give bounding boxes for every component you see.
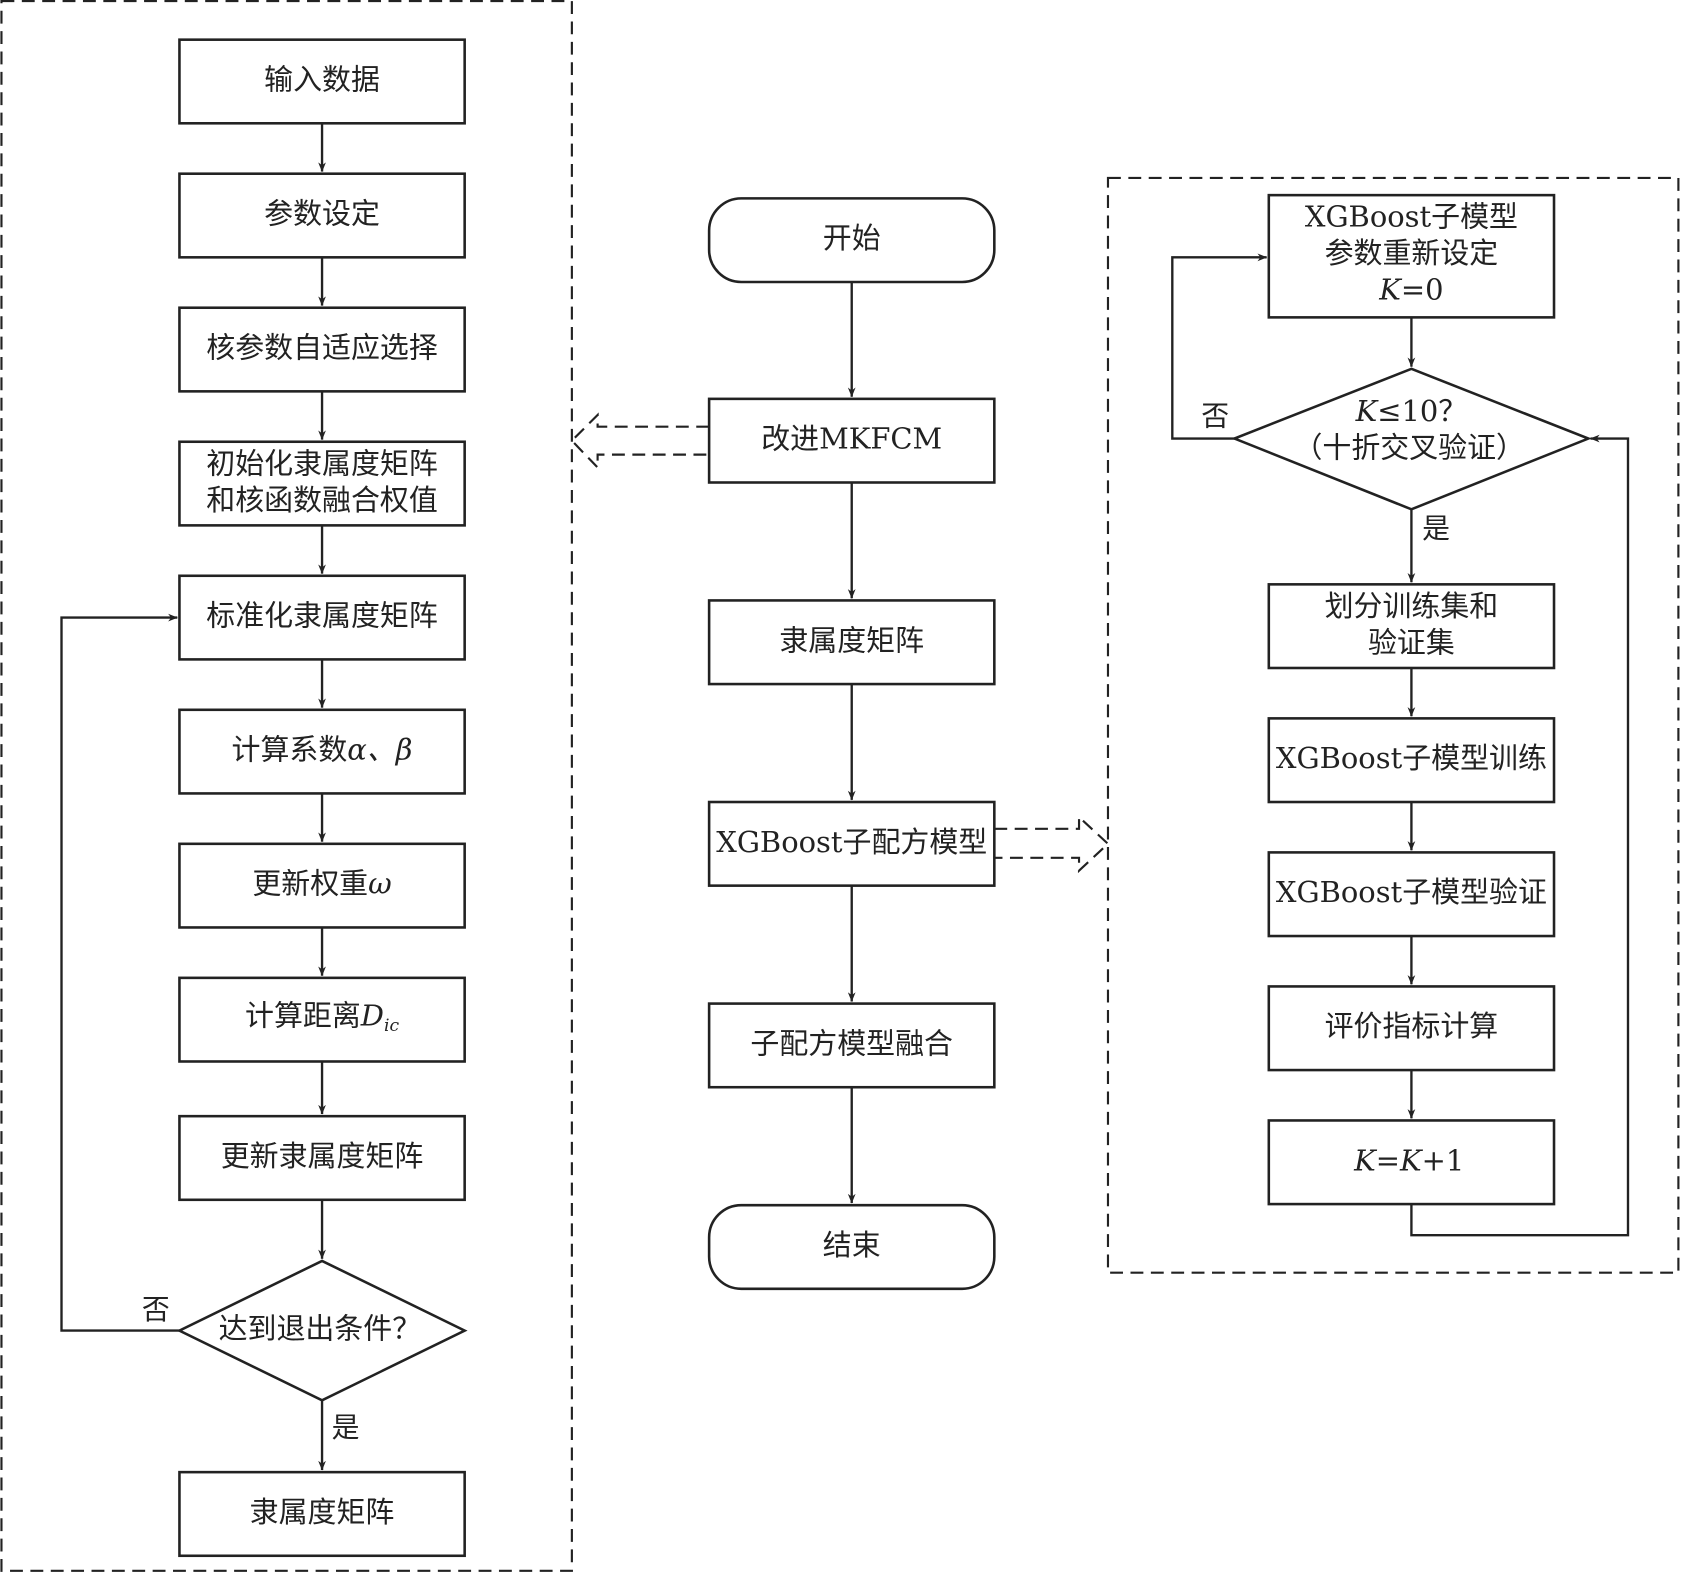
left-box-label: 标准化隶属度矩阵	[206, 599, 438, 633]
left-box-calc-distance: 计算距离Dic	[178, 976, 466, 1063]
right-box-xgb-train: XGBoost子模型训练	[1267, 717, 1556, 804]
right-box-eval-metrics: 评价指标计算	[1267, 985, 1556, 1072]
terminal-end: 结束	[707, 1203, 996, 1291]
right-box-label: XGBoost子模型验证	[1276, 875, 1547, 909]
loop-back-arrow	[60, 613, 180, 1332]
left-box-label: 输入数据	[264, 62, 380, 96]
label-math: α、β	[347, 733, 412, 767]
center-box-model-fusion: 子配方模型融合	[707, 1002, 996, 1089]
left-box-label: 参数设定	[264, 197, 380, 231]
label-math-var: K	[1355, 394, 1380, 428]
left-box-update-membership: 更新隶属度矩阵	[178, 1114, 466, 1202]
label-math-var: K	[1378, 273, 1403, 307]
left-panel-frame	[0, 0, 573, 1572]
left-box-normalize-membership: 标准化隶属度矩阵	[178, 574, 466, 661]
left-box-kernel-param: 核参数自适应选择	[178, 306, 466, 393]
right-box-label-line1: 划分训练集和	[1325, 589, 1499, 623]
terminal-start: 开始	[707, 197, 996, 284]
yes-label: 是	[332, 1411, 360, 1444]
label-math-rest: +1	[1422, 1143, 1465, 1177]
label-subscript: ic	[384, 1016, 399, 1036]
left-box-label-line1: 初始化隶属度矩阵	[206, 446, 438, 480]
left-box-input-data: 输入数据	[178, 38, 466, 125]
dashed-expand-arrow-right	[994, 814, 1110, 874]
label-prefix: 更新权重	[252, 867, 368, 901]
right-box-split-sets: 划分训练集和 验证集	[1267, 583, 1556, 670]
loop-back-arrow-increment	[1410, 434, 1630, 1237]
label-math: D	[360, 999, 384, 1033]
left-box-label: 更新权重ω	[252, 867, 391, 901]
right-box-param-reset: XGBoost子模型 参数重新设定 K=0	[1267, 193, 1556, 319]
left-box-label: 计算距离Dic	[245, 999, 399, 1036]
terminal-label: 开始	[823, 221, 881, 255]
center-box-label: 改进MKFCM	[761, 422, 942, 456]
label-math-var: K	[1353, 1143, 1378, 1177]
label-prefix: 计算系数	[232, 733, 348, 767]
right-box-label-line2: 验证集	[1368, 625, 1455, 659]
center-box-label: 隶属度矩阵	[779, 623, 924, 657]
center-box-xgboost-model: XGBoost子配方模型	[707, 800, 996, 887]
label-math-rest: =0	[1401, 273, 1444, 307]
decision-label-line2: （十折交叉验证）	[1294, 430, 1526, 464]
right-box-xgb-validate: XGBoost子模型验证	[1267, 851, 1556, 938]
left-box-label: 隶属度矩阵	[250, 1495, 395, 1529]
label-math-var: K	[1399, 1143, 1424, 1177]
left-box-label: 核参数自适应选择	[206, 331, 438, 365]
right-box-label-line2: 参数重新设定	[1325, 236, 1499, 270]
no-label: 否	[1201, 400, 1229, 433]
decision-label-line1: K≤10？	[1355, 394, 1468, 428]
center-box-label: 子配方模型融合	[750, 1026, 953, 1060]
right-panel-frame	[1106, 176, 1680, 1274]
decision-label: 达到退出条件？	[219, 1312, 422, 1346]
no-label: 否	[142, 1293, 170, 1326]
loop-back-arrow	[1171, 253, 1268, 440]
dashed-expand-arrow-left	[570, 412, 710, 471]
left-box-update-weight: 更新权重ω	[178, 842, 466, 929]
center-box-improved-mkfcm: 改进MKFCM	[707, 397, 996, 484]
yes-label: 是	[1422, 512, 1450, 545]
right-box-k-increment: K=K+1	[1267, 1119, 1556, 1206]
right-box-label-line3: K=0	[1378, 273, 1443, 307]
right-box-label: K=K+1	[1353, 1143, 1464, 1177]
label-math: ω	[368, 867, 392, 901]
center-box-label: XGBoost子配方模型	[716, 825, 987, 859]
label-math-eq: =	[1376, 1143, 1400, 1177]
right-box-label: 评价指标计算	[1325, 1009, 1499, 1043]
left-box-label: 更新隶属度矩阵	[221, 1139, 424, 1173]
center-box-membership: 隶属度矩阵	[707, 599, 996, 686]
left-box-membership-output: 隶属度矩阵	[178, 1470, 466, 1558]
left-box-calc-coeff: 计算系数α、β	[178, 708, 466, 795]
terminal-label: 结束	[823, 1228, 881, 1262]
left-decision-exit: 达到退出条件？	[176, 1259, 468, 1402]
right-decision-k: K≤10？ （十折交叉验证）	[1231, 367, 1592, 511]
left-box-init-membership: 初始化隶属度矩阵 和核函数融合权值	[178, 440, 466, 527]
left-box-label-line2: 和核函数融合权值	[206, 483, 438, 517]
left-box-label: 计算系数α、β	[232, 733, 413, 767]
left-box-param-setting: 参数设定	[178, 172, 466, 259]
right-box-label: XGBoost子模型训练	[1276, 741, 1547, 775]
right-box-label-line1: XGBoost子模型	[1305, 200, 1518, 234]
label-prefix: 计算距离	[245, 999, 361, 1033]
label-math-rest: ≤10？	[1377, 394, 1467, 428]
